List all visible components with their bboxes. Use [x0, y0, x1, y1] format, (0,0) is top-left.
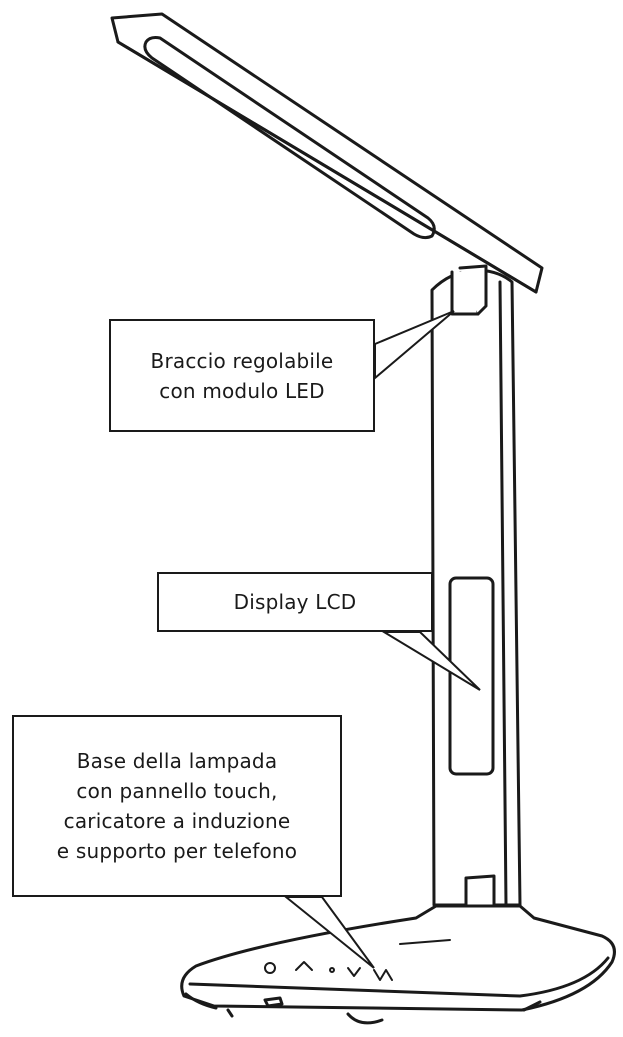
lamp-head-icon [110, 12, 544, 294]
lcd-screen-icon [448, 576, 495, 776]
callout-lcd-line-1: Display LCD [233, 590, 357, 614]
callout-lamp-base: Base della lampada con pannello touch, c… [12, 715, 342, 897]
callout-arm-line-1: Braccio regolabile [150, 348, 334, 373]
callout-base-line-1: Base della lampada [76, 749, 278, 773]
callout-lcd-display: Display LCD [157, 572, 433, 632]
lamp-base-icon [180, 904, 616, 1025]
touch-buttons-icon [264, 961, 393, 981]
callout-base-line-2: con pannello touch, [76, 779, 278, 803]
callout-base-line-3: caricatore a induzione [63, 809, 291, 833]
callout-base-line-4: e supporto per telefono [56, 839, 298, 863]
leader-lines [283, 310, 481, 969]
callout-adjustable-arm: Braccio regolabile con modulo LED [109, 319, 375, 432]
callout-arm-line-2: con modulo LED [159, 378, 325, 403]
